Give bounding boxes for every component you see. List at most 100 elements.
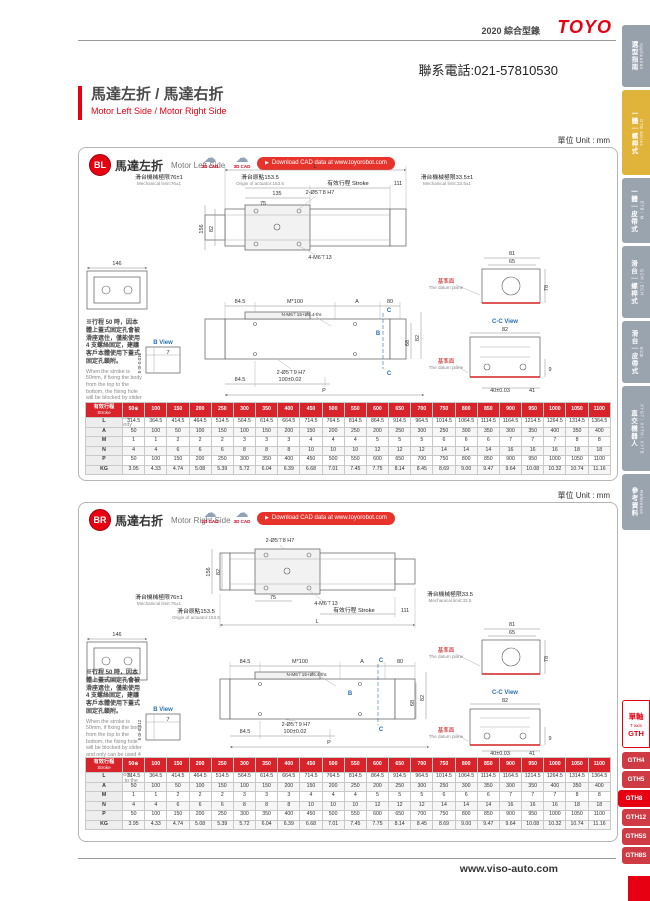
- table-cell: 764.5: [321, 417, 345, 428]
- download-cad-link[interactable]: ▶Download CAD data at www.toyorobot.com: [257, 157, 395, 170]
- table-cell: 400: [277, 810, 301, 821]
- table-cell: 700: [410, 810, 434, 821]
- table-cell: 300: [232, 810, 257, 821]
- axis-tab-gth12[interactable]: GTH12: [622, 809, 650, 826]
- dim-label: 40±0.03: [490, 751, 510, 756]
- axis-tab-gth8s[interactable]: GTH8S: [622, 847, 650, 864]
- table-cell: 250: [432, 426, 456, 437]
- dim-label: 40±0.03: [490, 388, 510, 394]
- row-label: KG: [85, 464, 123, 475]
- dim-label: P: [322, 388, 326, 394]
- dim-label: 81: [509, 622, 515, 628]
- table-cell: 10: [321, 445, 345, 456]
- dim-label: 68: [410, 700, 416, 706]
- table-cell: 6: [432, 791, 456, 802]
- dim-label: 5 0/-0.012: [137, 352, 142, 373]
- table-cell: 10: [343, 800, 367, 811]
- table-cell: 2: [166, 791, 190, 802]
- sidebar-tab-label-cn: 滑台｜螺桿式: [629, 259, 637, 305]
- cad-3d-button[interactable]: ☁ 3D CAD: [229, 506, 255, 524]
- table-cell: 10.32: [543, 819, 567, 830]
- table-cell: 950: [521, 455, 545, 466]
- dim-label: B: [376, 331, 381, 337]
- download-cad-link[interactable]: ▶Download CAD data at www.toyorobot.com: [257, 512, 395, 525]
- table-cell: 12: [365, 800, 390, 811]
- table-cell: 750: [432, 455, 456, 466]
- table-cell: 8: [232, 445, 257, 456]
- dim-label: L: [313, 164, 316, 170]
- table-cell: 200: [321, 781, 345, 792]
- axis-tab-gth5s[interactable]: GTH5S: [622, 828, 650, 845]
- axis-tab-gth8[interactable]: GTH8: [618, 790, 650, 807]
- table-cell: 314.5: [121, 772, 146, 783]
- dim-label: C: [387, 308, 392, 314]
- axis-tab-gth5[interactable]: GTH5: [622, 771, 650, 788]
- cad-3d-button[interactable]: ☁ 3D CAD: [229, 151, 255, 169]
- catalog-edition: 2020 綜合型錄: [481, 26, 540, 36]
- dim-label: 156: [199, 224, 205, 233]
- table-cell: 14: [432, 445, 456, 456]
- axis-tab-gth4[interactable]: GTH4: [622, 752, 650, 769]
- table-cell: 464.5: [188, 417, 212, 428]
- table-cell: 7: [498, 791, 523, 802]
- table-cell: 12: [388, 800, 412, 811]
- stroke-col-header: 400: [277, 402, 301, 418]
- footer-url[interactable]: www.viso-auto.com: [459, 863, 558, 875]
- sidebar-tab-label-cn: 滑台｜皮帶式: [630, 329, 637, 375]
- table-cell: 500: [321, 810, 345, 821]
- table-cell: 3: [232, 436, 257, 447]
- table-cell: 364.5: [144, 772, 168, 783]
- table-cell: 414.5: [166, 772, 190, 783]
- table-cell: 8: [587, 436, 612, 447]
- table-cell: 1364.5: [587, 772, 612, 783]
- table-cell: 6: [188, 445, 212, 456]
- stroke-col-header: 550: [343, 402, 367, 418]
- table-cell: 8: [277, 445, 301, 456]
- table-cell: 14: [432, 800, 456, 811]
- table-cell: 3: [277, 436, 301, 447]
- table-cell: 1064.5: [454, 417, 478, 428]
- table-cell: 6: [476, 791, 500, 802]
- table-cell: 14: [476, 445, 500, 456]
- dim-label: M*100: [292, 659, 308, 665]
- dim-label: A: [355, 299, 359, 305]
- table-cell: 9.47: [476, 464, 500, 475]
- page-title-block: 馬達左折 / 馬達右折 Motor Left Side / Motor Righ…: [78, 86, 227, 120]
- table-cell: 1000: [543, 455, 567, 466]
- stroke-header-cn: 有效行程: [93, 403, 115, 410]
- table-cell: 950: [521, 810, 545, 821]
- table-cell: 3.95: [121, 819, 146, 830]
- dim-label: L: [315, 619, 318, 625]
- dim-label: 滑台機械極限76±1: [135, 593, 183, 601]
- table-cell: 300: [454, 426, 478, 437]
- cad-2d-button[interactable]: ☁ 2D CAD: [197, 151, 223, 169]
- table-cell: 514.5: [210, 417, 234, 428]
- table-cell: 6: [166, 800, 190, 811]
- table-cell: 564.5: [232, 417, 257, 428]
- table-cell: 10.08: [521, 819, 545, 830]
- table-cell: 7: [543, 791, 567, 802]
- dim-label: N-M6⊤15+Ø5.4-thr.: [287, 672, 328, 677]
- table-cell: 1264.5: [543, 417, 567, 428]
- table-cell: 200: [365, 781, 390, 792]
- table-cell: 4: [121, 445, 146, 456]
- dim-label: 滑台機械極限76±1: [135, 173, 183, 181]
- table-cell: 100: [144, 781, 168, 792]
- table-cell: 150: [299, 781, 323, 792]
- table-cell: 4.74: [166, 464, 190, 475]
- table-cell: 1264.5: [543, 772, 567, 783]
- table-cell: 814.5: [343, 772, 367, 783]
- dim-label: 82: [209, 226, 215, 232]
- stroke-col-header: 100: [144, 757, 168, 773]
- cad-2d-button[interactable]: ☁ 2D CAD: [197, 506, 223, 524]
